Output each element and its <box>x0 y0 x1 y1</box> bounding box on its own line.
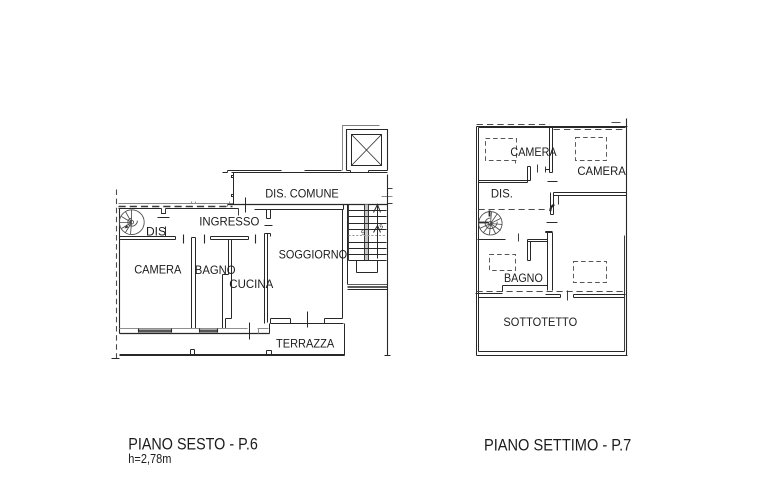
svg-text:CAMERA: CAMERA <box>134 263 181 277</box>
svg-text:h=2,78m: h=2,78m <box>128 451 171 466</box>
svg-text:TERRAZZA: TERRAZZA <box>276 337 334 351</box>
svg-text:SOTTOTETTO: SOTTOTETTO <box>503 315 577 329</box>
svg-text:PIANO SETTIMO - P.7: PIANO SETTIMO - P.7 <box>484 435 631 454</box>
svg-text:PIANO SESTO - P.6: PIANO SESTO - P.6 <box>128 435 257 454</box>
svg-text:DIS. COMUNE: DIS. COMUNE <box>265 187 339 201</box>
svg-text:CAMERA: CAMERA <box>577 164 625 178</box>
svg-text:BAGNO: BAGNO <box>504 271 543 285</box>
svg-text:CUCINA: CUCINA <box>229 277 273 291</box>
svg-text:5: 5 <box>361 230 367 237</box>
svg-text:CAMERA: CAMERA <box>510 145 556 159</box>
svg-text:5: 5 <box>379 224 385 231</box>
svg-text:SOGGIORNO: SOGGIORNO <box>279 247 348 261</box>
svg-text:INGRESSO: INGRESSO <box>199 215 259 229</box>
svg-text:BAGNO: BAGNO <box>195 263 236 277</box>
svg-text:DIS.: DIS. <box>491 187 513 201</box>
svg-text:DIS: DIS <box>146 224 166 238</box>
